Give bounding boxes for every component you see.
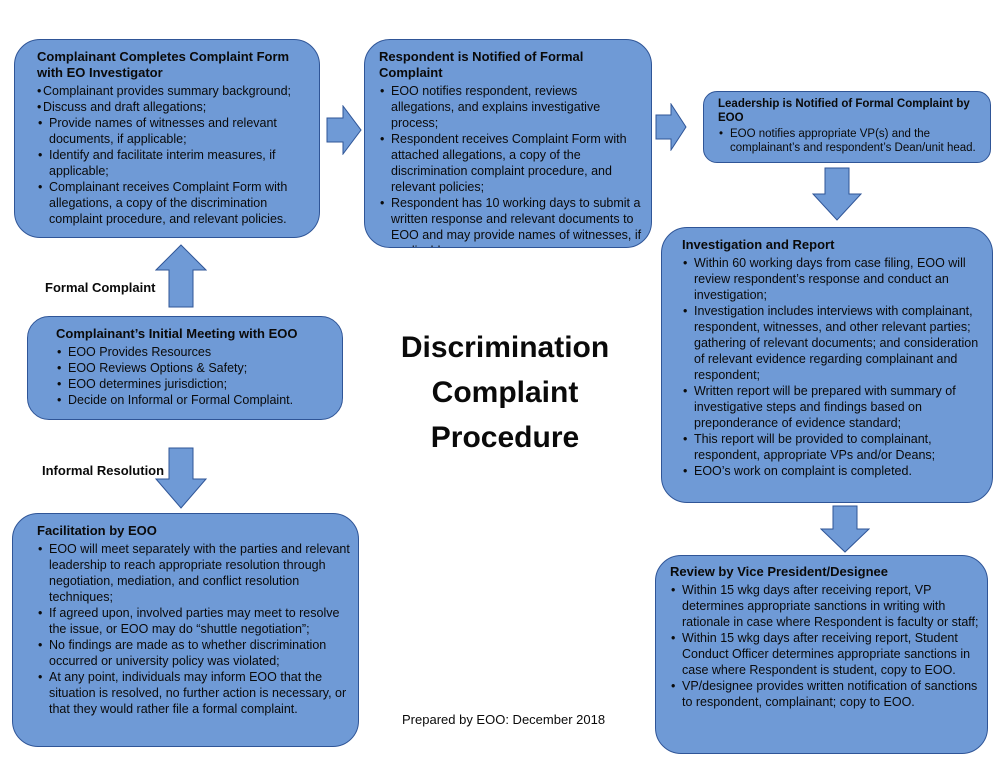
prepared-by-footer: Prepared by EOO: December 2018 [402, 712, 606, 727]
respondent-notified-title: Respondent is Notified of Formal Complai… [379, 49, 584, 80]
arrow-right-icon [655, 103, 687, 151]
informal-resolution-label: Informal Resolution [42, 463, 165, 478]
respondent-notified-box: Respondent is Notified of Formal Complai… [364, 39, 652, 248]
list-item: No findings are made as to whether discr… [37, 637, 350, 669]
list-item: VP/designee provides written notificatio… [670, 678, 979, 710]
list-item: EOO notifies respondent, reviews allegat… [379, 83, 643, 131]
facilitation-title: Facilitation by EOO [37, 523, 157, 538]
arrow-down-icon [812, 167, 862, 221]
list-item: Respondent receives Complaint Form with … [379, 131, 643, 195]
list-item: Respondent has 10 working days to submit… [379, 195, 643, 247]
list-item: Investigation includes interviews with c… [682, 303, 984, 383]
list-item: Identify and facilitate interim measures… [37, 147, 309, 179]
complaint-form-title-line1: Complainant Completes Complaint Form [37, 49, 290, 64]
initial-meeting-title: Complainant’s Initial Meeting with EOO [56, 326, 298, 341]
diagram-title-line: Discrimination [400, 331, 610, 364]
respondent-notified-list: EOO notifies respondent, reviews allegat… [379, 83, 643, 247]
list-item: EOO determines jurisdiction; [56, 376, 334, 392]
list-item: Provide names of witnesses and relevant … [37, 115, 309, 147]
complaint-form-title: Complainant Completes Complaint Form wit… [37, 49, 309, 81]
initial-meeting-box: Complainant’s Initial Meeting with EOO E… [27, 316, 343, 420]
arrow-down-icon [820, 505, 870, 553]
diagram-title-line: Procedure [430, 421, 580, 454]
arrow-down-icon [155, 447, 207, 509]
leadership-notified-title: Leadership is Notified of Formal Complai… [718, 98, 970, 124]
facilitation-box: Facilitation by EOO EOO will meet separa… [12, 513, 359, 747]
list-item: EOO will meet separately with the partie… [37, 541, 350, 605]
facilitation-list: EOO will meet separately with the partie… [37, 541, 350, 717]
list-item: Discuss and draft allegations; [37, 99, 309, 115]
list-item: Within 15 wkg days after receiving repor… [670, 630, 979, 678]
diagram-title-line: Complaint [431, 376, 579, 409]
leadership-notified-list: EOO notifies appropriate VP(s) and the c… [718, 127, 982, 155]
initial-meeting-list: EOO Provides Resources EOO Reviews Optio… [56, 344, 334, 408]
investigation-report-box: Investigation and Report Within 60 worki… [661, 227, 993, 503]
arrow-up-icon [155, 244, 207, 308]
list-item: At any point, individuals may inform EOO… [37, 669, 350, 717]
investigation-report-title: Investigation and Report [682, 237, 835, 252]
list-item: Within 60 working days from case filing,… [682, 255, 984, 303]
vp-review-title: Review by Vice President/Designee [670, 564, 888, 579]
investigation-report-list: Within 60 working days from case filing,… [682, 255, 984, 479]
list-item: EOO Provides Resources [56, 344, 334, 360]
list-item: If agreed upon, involved parties may mee… [37, 605, 350, 637]
vp-review-list: Within 15 wkg days after receiving repor… [670, 582, 979, 710]
arrow-right-icon [326, 105, 362, 155]
list-item: Complainant receives Complaint Form with… [37, 179, 309, 227]
list-item: EOO Reviews Options & Safety; [56, 360, 334, 376]
diagram-title: Discrimination Complaint Procedure [380, 325, 630, 460]
formal-complaint-label: Formal Complaint [45, 280, 156, 295]
list-item: Within 15 wkg days after receiving repor… [670, 582, 979, 630]
complaint-form-box: Complainant Completes Complaint Form wit… [14, 39, 320, 238]
list-item: This report will be provided to complain… [682, 431, 984, 463]
list-item: Written report will be prepared with sum… [682, 383, 984, 431]
list-item: EOO notifies appropriate VP(s) and the c… [718, 127, 982, 155]
list-item: Decide on Informal or Formal Complaint. [56, 392, 334, 408]
leadership-notified-box: Leadership is Notified of Formal Complai… [703, 91, 991, 163]
complaint-form-title-line2: with EO Investigator [37, 65, 163, 80]
complaint-form-list: Complainant provides summary background;… [37, 83, 309, 227]
list-item: EOO’s work on complaint is completed. [682, 463, 984, 479]
list-item: Complainant provides summary background; [37, 83, 309, 99]
vp-review-box: Review by Vice President/Designee Within… [655, 555, 988, 754]
